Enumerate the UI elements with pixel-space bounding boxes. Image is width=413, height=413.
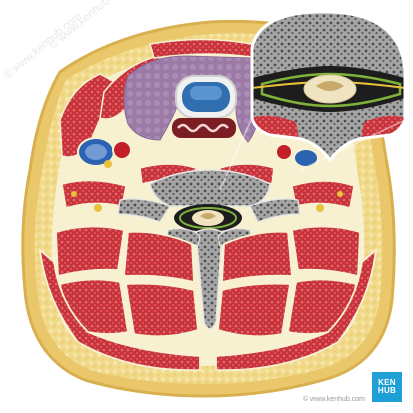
trapezius-right xyxy=(215,247,378,372)
inset-dura xyxy=(260,72,402,108)
kenhub-logo: KEN HUB xyxy=(372,372,402,402)
nerve-dot xyxy=(337,191,343,197)
spinal-cord-gray-matter xyxy=(200,213,216,219)
nerve-dot xyxy=(71,191,77,197)
scalene-muscle-right xyxy=(291,180,355,209)
logo-line-2: HUB xyxy=(377,386,397,395)
credit-text: © www.kenhub.com xyxy=(303,396,365,403)
posterior-muscle-left-1 xyxy=(55,225,126,278)
transverse-process-left xyxy=(117,198,171,223)
inset-gray-matter xyxy=(316,81,344,91)
common-carotid-artery-right xyxy=(275,143,293,161)
vagus-nerve-left xyxy=(104,160,112,168)
inset-frame xyxy=(250,10,407,163)
trapezius-left xyxy=(38,247,201,372)
internal-jugular-vein-lumen xyxy=(85,144,107,160)
vertebral-artery-left xyxy=(94,204,102,212)
posterior-muscle-left-2 xyxy=(123,230,195,284)
posterior-muscle-right-2 xyxy=(221,230,293,284)
posterior-muscle-left-4 xyxy=(124,282,199,338)
logo-line-1: KEN xyxy=(378,378,396,387)
vertebral-artery-right xyxy=(316,204,324,212)
scalene-muscle-left xyxy=(61,179,127,209)
vertebral-body xyxy=(149,169,271,207)
dura-mater xyxy=(179,207,237,229)
internal-jugular-vein-right xyxy=(293,148,319,168)
inset-connector xyxy=(219,117,406,191)
spinous-process xyxy=(195,228,223,330)
posterior-muscle-right-4 xyxy=(217,282,292,338)
esophagus xyxy=(172,118,236,138)
transverse-process-right xyxy=(249,198,301,223)
esophagus-lumen xyxy=(177,123,229,133)
trachea-lumen-highlight xyxy=(190,86,222,100)
common-carotid-artery-left xyxy=(112,140,132,160)
posterior-muscle-right-1 xyxy=(290,225,361,278)
